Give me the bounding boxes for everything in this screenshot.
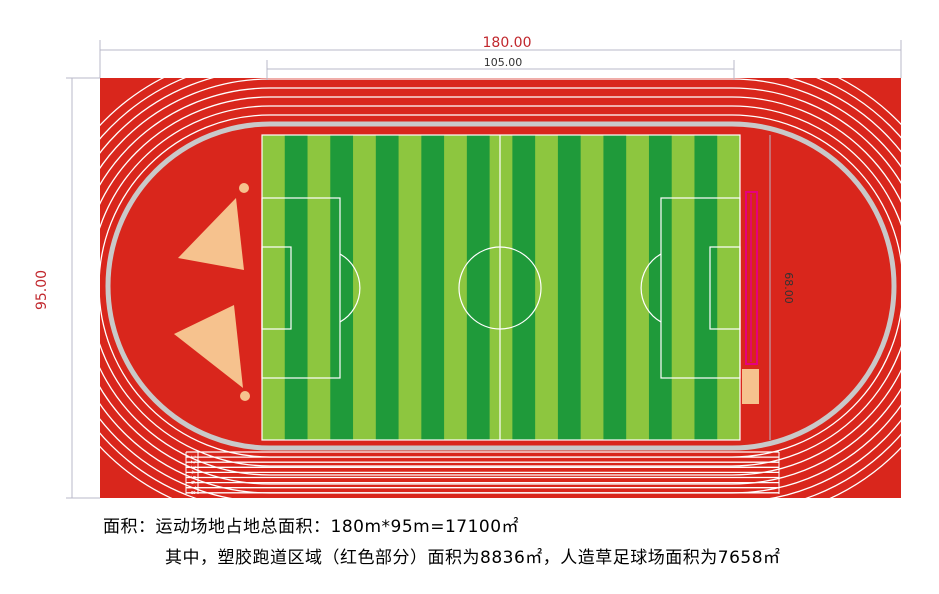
grass-stripe (284, 135, 308, 440)
lane-number: 5 (189, 475, 196, 479)
caption-total-area: 面积：运动场地占地总面积：180m*95m=17100㎡ (103, 517, 520, 537)
lane-number: 8 (189, 491, 196, 495)
lane-number: 4 (189, 470, 196, 474)
field-markings (261, 134, 741, 441)
grass-stripe (648, 135, 672, 440)
lane-line (71, 87, 931, 485)
overall-width-label: 95.00 (34, 270, 50, 310)
grass-stripe (330, 135, 354, 440)
field-length-label: 105.00 (484, 56, 523, 69)
lane-number: 3 (189, 465, 196, 469)
grass-stripe (603, 135, 627, 440)
grass-stripe (557, 135, 581, 440)
lane-line (35, 51, 939, 521)
lane-number: 7 (189, 486, 196, 490)
lane-line (44, 60, 939, 512)
lane-number: 6 (189, 481, 196, 485)
lane-number: 2 (189, 460, 196, 464)
left-goal-box (261, 246, 292, 330)
throwing-sector-lower (174, 305, 243, 388)
dimension-lines (66, 40, 902, 499)
grass-stripe (694, 135, 718, 440)
grass-stripe (512, 135, 536, 440)
throwing-circle-upper (239, 183, 249, 193)
right-goal-box (709, 246, 741, 330)
throwing-sector-upper (178, 198, 244, 270)
caption-area-breakdown: 其中，塑胶跑道区域（红色部分）面积为8836㎡，人造草足球场面积为7658㎡ (165, 548, 781, 568)
field-width-label: 68.00 (782, 272, 795, 304)
running-lanes (35, 51, 939, 521)
throwing-circle-lower (240, 391, 250, 401)
lane-line (80, 96, 922, 476)
lane-line (53, 69, 939, 503)
overall-length-label: 180.00 (483, 35, 532, 51)
grass-field (262, 135, 740, 440)
start-area (185, 452, 780, 494)
grass-stripe (466, 135, 490, 440)
grass-stripe (421, 135, 445, 440)
grass-stripe (375, 135, 399, 440)
lane-number: 1 (189, 455, 196, 459)
jump-runway (745, 191, 758, 365)
sand-pit (742, 369, 759, 404)
lane-line (89, 105, 913, 467)
